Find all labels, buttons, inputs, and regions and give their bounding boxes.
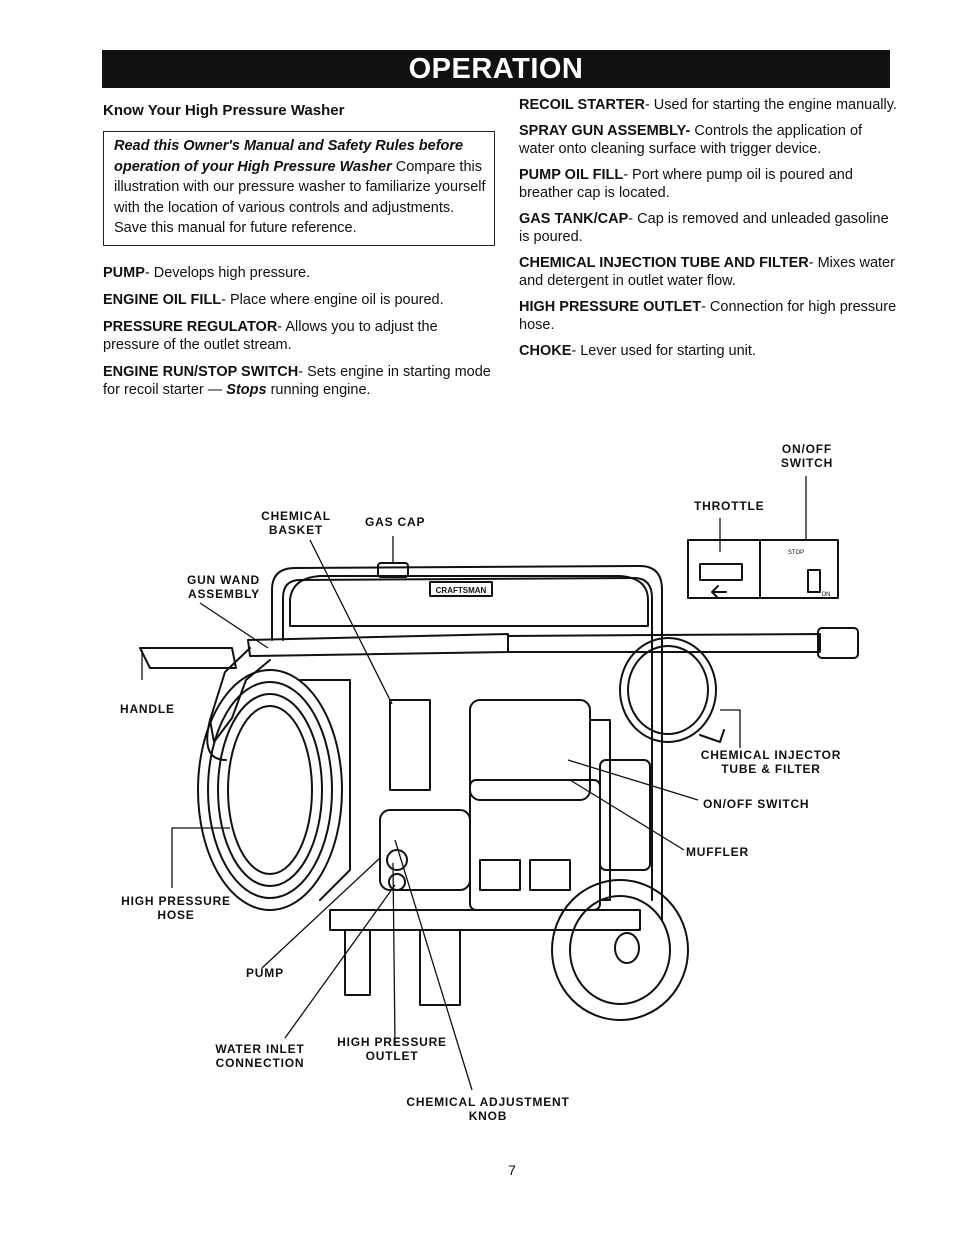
- definition-pump: PUMP- Develops high pressure.: [103, 264, 495, 282]
- definition-term: PUMP OIL FILL: [519, 167, 624, 183]
- leader-pump: [261, 857, 381, 969]
- left-column: Know Your High Pressure Washer Read this…: [103, 98, 495, 408]
- leader-hp-outlet: [392, 862, 396, 1046]
- definition-term: HIGH PRESSURE OUTLET: [519, 299, 702, 315]
- label-gun-wand-assembly: GUN WAND ASSEMBLY: [186, 573, 260, 601]
- engine-shroud: [469, 699, 591, 801]
- page-header: OPERATION: [102, 50, 890, 88]
- brand-plate: [429, 581, 493, 597]
- definition-high-pressure-outlet: HIGH PRESSURE OUTLET- Connection for hig…: [519, 298, 899, 334]
- page-number: 7: [508, 1162, 516, 1178]
- definition-term: ENGINE RUN/STOP SWITCH: [103, 363, 299, 380]
- label-on-off-switch-top: ON/OFF SWITCH: [780, 442, 834, 470]
- label-handle: HANDLE: [120, 702, 175, 716]
- brand-plate-text: CRAFTSMAN: [436, 586, 487, 595]
- label-pump: PUMP: [246, 966, 284, 980]
- notice-text: Compare this illustration with our press…: [114, 158, 486, 237]
- leader-muffler: [569, 779, 685, 851]
- definition-desc: - Place where engine oil is poured.: [221, 291, 444, 308]
- label-throttle: THROTTLE: [694, 499, 765, 513]
- chemical-basket: [389, 699, 431, 791]
- injector-hose: [619, 637, 717, 743]
- definition-term: SPRAY GUN ASSEMBLY-: [519, 123, 691, 139]
- gas-cap: [377, 562, 409, 578]
- label-water-inlet: WATER INLET CONNECTION: [215, 1042, 305, 1070]
- wand-nozzle: [817, 627, 859, 659]
- definition-term: PRESSURE REGULATOR: [103, 318, 278, 335]
- definition-choke: CHOKE- Lever used for starting unit.: [519, 342, 899, 360]
- outlet-fitting: [386, 849, 408, 871]
- definition-gas-tank-cap: GAS TANK/CAP- Cap is removed and unleade…: [519, 210, 899, 246]
- definition-desc: Controls the application of water onto c…: [519, 123, 863, 157]
- definition-engine-oil-fill: ENGINE OIL FILL- Place where engine oil …: [103, 291, 495, 309]
- leader-onoff-side: [567, 759, 699, 801]
- definition-term: CHEMICAL INJECTION TUBE AND FILTER: [519, 255, 809, 271]
- definition-desc: - Sets engine in starting mode for recoi…: [103, 363, 491, 398]
- leader-gun-wand: [199, 602, 269, 649]
- leader-chemical-injector: [720, 709, 741, 748]
- leader-chemical-knob: [394, 839, 473, 1091]
- definition-desc: - Mixes water and detergent in outlet wa…: [519, 255, 895, 289]
- label-muffler: MUFFLER: [686, 845, 749, 859]
- spray-wand: [247, 633, 509, 657]
- hose-reel: [197, 669, 343, 911]
- label-chemical-adjustment-knob: CHEMICAL ADJUSTMENT KNOB: [406, 1095, 570, 1123]
- definition-recoil-starter: RECOIL STARTER- Used for starting the en…: [519, 96, 899, 114]
- definition-pressure-regulator: PRESSURE REGULATOR- Allows you to adjust…: [103, 318, 495, 354]
- switch-stop-label: STOP: [788, 550, 804, 556]
- definition-term: PUMP: [103, 264, 145, 281]
- definition-desc: - Develops high pressure.: [144, 264, 311, 281]
- definition-desc: - Allows you to adjust the pressure of t…: [103, 318, 438, 353]
- notice-emphasis: Read this Owner's Manual and Safety Rule…: [114, 138, 464, 175]
- gas-tank: [289, 575, 649, 627]
- definition-desc-tail: running engine.: [266, 381, 371, 398]
- definition-term: ENGINE OIL FILL: [103, 291, 222, 308]
- label-chemical-injector: CHEMICAL INJECTOR TUBE & FILTER: [700, 748, 842, 776]
- definition-desc: - Lever used for starting unit.: [571, 343, 756, 359]
- right-column: RECOIL STARTER- Used for starting the en…: [519, 96, 899, 368]
- definition-desc: - Used for starting the engine manually.: [644, 97, 897, 113]
- base-frame: [329, 909, 641, 931]
- definition-chemical-injection-tube: CHEMICAL INJECTION TUBE AND FILTER- Mixe…: [519, 254, 899, 290]
- frame: [271, 565, 663, 921]
- label-chemical-basket: CHEMICAL BASKET: [261, 509, 331, 537]
- definition-desc: - Connection for high pressure hose.: [519, 299, 897, 333]
- definition-desc: - Cap is removed and unleaded gasoline i…: [519, 211, 889, 245]
- leader-water-inlet: [284, 884, 396, 1039]
- handle-tray: [139, 647, 237, 669]
- definition-engine-run-stop-switch: ENGINE RUN/STOP SWITCH- Sets engine in s…: [103, 363, 495, 399]
- label-on-off-switch-side: ON/OFF SWITCH: [703, 797, 810, 811]
- label-gas-cap: GAS CAP: [365, 515, 426, 529]
- definition-term: RECOIL STARTER: [519, 97, 645, 113]
- switch-on-label: ON: [822, 592, 831, 598]
- label-high-pressure-hose: HIGH PRESSURE HOSE: [121, 894, 231, 922]
- definition-pump-oil-fill: PUMP OIL FILL- Port where pump oil is po…: [519, 166, 899, 202]
- definition-term: CHOKE: [519, 343, 572, 359]
- label-high-pressure-outlet: HIGH PRESSURE OUTLET: [337, 1035, 447, 1063]
- leader-chemical-basket: [309, 539, 393, 705]
- pump-body: [379, 809, 471, 891]
- definition-spray-gun-assembly: SPRAY GUN ASSEMBLY- Controls the applica…: [519, 122, 899, 158]
- muffler: [599, 759, 651, 871]
- header-title: OPERATION: [408, 53, 584, 85]
- section-title: Know Your High Pressure Washer: [103, 102, 345, 119]
- notice-box: Read this Owner's Manual and Safety Rule…: [103, 131, 495, 246]
- throttle-inset: [687, 539, 761, 599]
- definition-desc: - Port where pump oil is poured and brea…: [519, 167, 853, 201]
- definition-emphasis: Stops: [226, 381, 267, 398]
- definition-term: GAS TANK/CAP: [519, 211, 629, 227]
- leader-hose: [171, 827, 230, 888]
- wheel: [551, 879, 689, 1021]
- switch-inset: [759, 539, 839, 599]
